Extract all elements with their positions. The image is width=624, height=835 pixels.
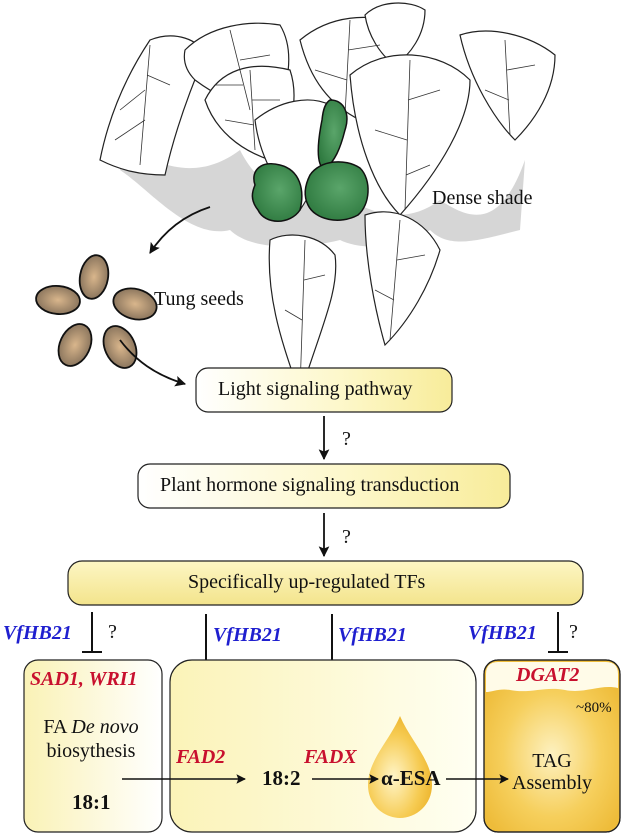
vfhb21-regulator-label: VfHB21 [468,622,537,644]
seed [78,254,110,300]
fatty-acid-18-2: 18:2 [262,766,301,790]
tung-fruit [251,163,303,222]
sad1-wri1-gene-label: SAD1, WRI1 [30,668,138,690]
denovo-box [23,659,163,833]
seed [57,323,93,367]
tf-label: Specifically up-regulated TFs [188,571,426,593]
tag-box [483,659,621,833]
fad2-gene-label: FAD2 [176,746,226,768]
hormone-signaling-box [137,463,511,509]
fa-denovo-label: FA De novo [36,716,146,739]
leaf [364,211,441,347]
question-mark: ? [108,621,117,643]
vfhb21-regulator-label: VfHB21 [3,622,72,644]
de-novo-text: De novo [71,716,139,738]
oil-percent-label: ~80% [576,700,612,716]
seeds-to-light-arrow [119,339,187,387]
light-signaling-label: Light signaling pathway [218,378,413,400]
question-mark: ? [342,428,351,450]
vfhb21-regulator-label: VfHB21 [213,624,282,646]
leaf [349,54,471,216]
tung-fruit [304,161,369,221]
seed [102,325,138,369]
seed [35,285,81,315]
dense-shade-label: Dense shade [432,187,533,209]
fa-text: FA [43,716,72,738]
biosynthesis-label: biosythesis [46,740,136,762]
tf-box [67,560,584,606]
tung-seeds [35,254,158,369]
question-mark: ? [569,621,578,643]
fruit-to-seeds-arrow [149,206,211,254]
hormone-signaling-label: Plant hormone signaling transduction [160,474,460,496]
tag-label: TAG [532,750,572,772]
light-signaling-box [195,367,453,413]
oil-drop-icon [368,716,432,818]
question-mark: ? [342,526,351,548]
alpha-esa-label: α-ESA [381,766,441,790]
vfhb21-regulator-label: VfHB21 [338,624,407,646]
assembly-label: Assembly [512,772,592,794]
fatty-acid-18-1: 18:1 [72,790,111,814]
tung-plant-illustration [99,2,556,397]
fadx-gene-label: FADX [304,746,357,768]
seed [112,287,158,321]
dgat2-gene-label: DGAT2 [516,664,580,686]
tung-seeds-label: Tung seeds [154,288,244,310]
